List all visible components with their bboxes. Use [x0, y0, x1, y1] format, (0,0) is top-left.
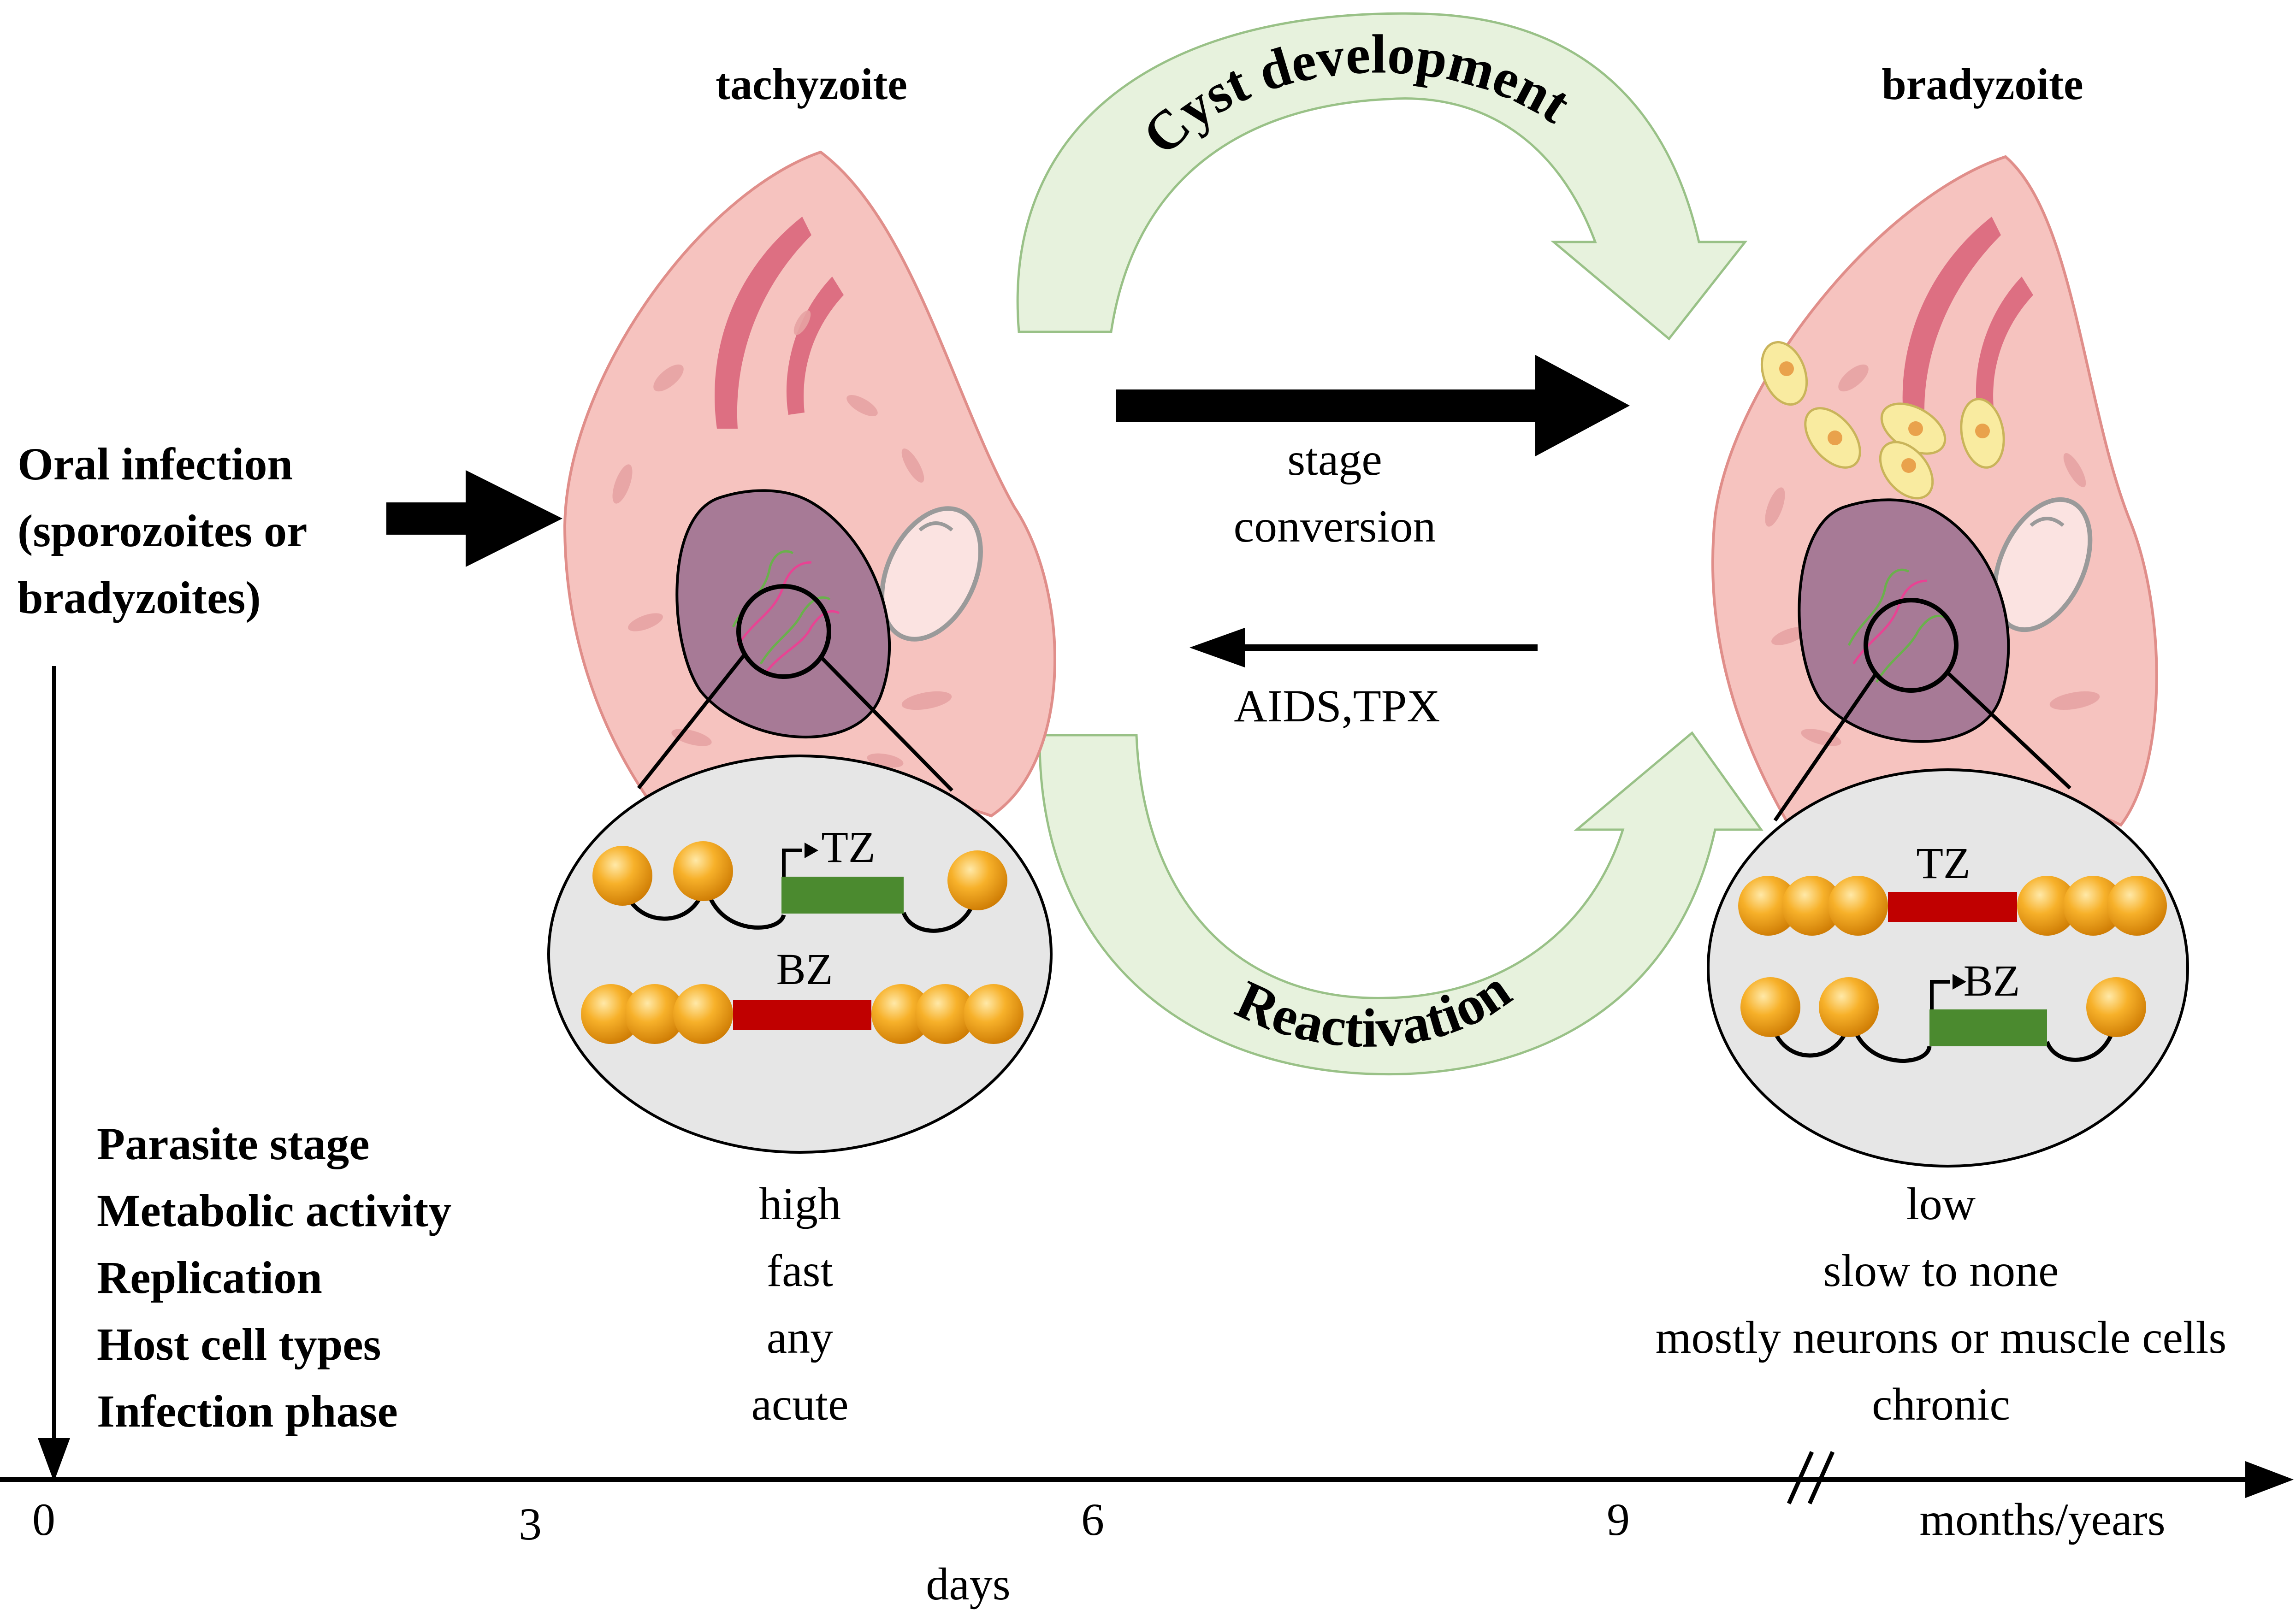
rhoptry: [786, 277, 844, 415]
reverse-arrow-label: AIDS,TPX: [1234, 680, 1440, 731]
rhoptry: [1976, 277, 2033, 415]
time-tick-3: 3: [519, 1498, 542, 1550]
vertical-entry-arrow: [38, 666, 70, 1482]
transcription-start-arrow: [782, 849, 802, 877]
tachyzoite-value: any: [767, 1312, 833, 1363]
tz-gene-label: TZ: [821, 822, 875, 872]
stage-conversion-arrow: [1116, 355, 1630, 456]
zoom-circle: [736, 584, 831, 679]
bradyzoite-title: bradyzoite: [1882, 59, 2083, 109]
time-tick-9: 9: [1607, 1494, 1630, 1545]
reactivation-arrow: [1038, 731, 1763, 1076]
oral-infection-arrow: [386, 470, 562, 567]
bz-active-gene: [1929, 1009, 2047, 1046]
stage-conversion-label-2: conversion: [1234, 501, 1436, 552]
property-label: Host cell types: [97, 1319, 381, 1370]
bradyzoite-value: mostly neurons or muscle cells: [1656, 1312, 2227, 1363]
time-axis: [0, 1451, 2294, 1504]
rhoptry: [1902, 217, 2001, 424]
stage-conversion-label-1: stage: [1287, 434, 1382, 485]
bz-gene-label: BZ: [1964, 956, 2020, 1005]
bz-silent-gene: [733, 1000, 871, 1030]
property-labels: Parasite stage Metabolic activity Replic…: [97, 1118, 451, 1437]
bradyzoite-value: low: [1906, 1178, 1976, 1229]
tachyzoite-chromatin-inset: TZ BZ: [547, 755, 1053, 1154]
reverse-arrow: [1189, 628, 1538, 667]
apicoplast: [880, 506, 983, 642]
tachyzoite-value: fast: [767, 1245, 834, 1296]
apicoplast: [1992, 497, 2093, 632]
bz-gene-label: BZ: [776, 944, 833, 994]
property-label: Infection phase: [97, 1386, 398, 1437]
time-tick-0: 0: [32, 1494, 55, 1545]
transcription-start-arrow: [1930, 980, 1950, 1009]
cyst-development-arrow: [1016, 12, 1748, 341]
oral-infection-label-1: Oral infection: [18, 438, 293, 490]
bradyzoite-cell: [1711, 155, 2158, 827]
zoom-circle: [1864, 598, 1959, 693]
bradyzoite-value: slow to none: [1823, 1245, 2059, 1296]
time-tick-6: 6: [1081, 1494, 1104, 1545]
tachyzoite-value: acute: [752, 1379, 849, 1430]
tachyzoite-properties: high fast any acute: [752, 1178, 849, 1430]
time-axis-long-term: months/years: [1919, 1494, 2165, 1545]
rhoptry: [715, 217, 811, 429]
property-label: Metabolic activity: [97, 1185, 451, 1236]
tz-gene-label: TZ: [1916, 838, 1970, 888]
tachyzoite-value: high: [759, 1178, 841, 1229]
time-axis-unit: days: [926, 1558, 1010, 1610]
oral-infection-label-3: bradyzoites): [18, 572, 261, 623]
tz-silent-gene: [1888, 892, 2017, 922]
property-label: Parasite stage: [97, 1118, 369, 1169]
tz-active-gene: [781, 877, 904, 914]
bradyzoite-properties: low slow to none mostly neurons or muscl…: [1656, 1178, 2227, 1430]
bradyzoite-value: chronic: [1872, 1379, 2010, 1430]
property-label: Replication: [97, 1252, 322, 1303]
bradyzoite-chromatin-inset: TZ BZ: [1707, 768, 2189, 1168]
tachyzoite-cell: [563, 150, 1056, 822]
oral-infection-label-2: (sporozoites or: [18, 505, 308, 556]
tachyzoite-title: tachyzoite: [716, 59, 907, 109]
